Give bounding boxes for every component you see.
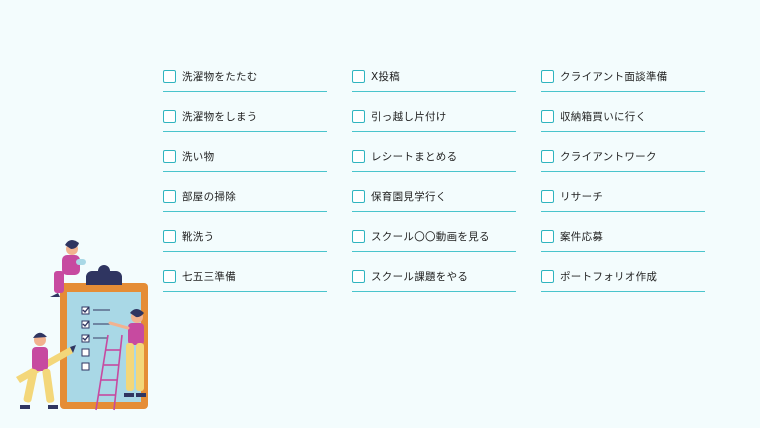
todo-item: クライアントワーク xyxy=(541,144,705,172)
todo-item: 案件応募 xyxy=(541,224,705,252)
checkbox[interactable] xyxy=(163,70,176,83)
checklist-illustration xyxy=(16,239,148,411)
checkbox[interactable] xyxy=(163,230,176,243)
checkbox[interactable] xyxy=(163,150,176,163)
todo-label: スクール課題をやる xyxy=(371,271,469,283)
todo-item: 七五三準備 xyxy=(163,264,327,292)
checkbox[interactable] xyxy=(541,190,554,203)
todo-label: 部屋の掃除 xyxy=(182,191,236,203)
todo-item: 洗濯物をたたむ xyxy=(163,64,327,92)
todo-item: 靴洗う xyxy=(163,224,327,252)
checkbox[interactable] xyxy=(352,230,365,243)
todo-label: 案件応募 xyxy=(560,231,604,243)
todo-item: ポートフォリオ作成 xyxy=(541,264,705,292)
checkbox[interactable] xyxy=(352,190,365,203)
todo-item: X投稿 xyxy=(352,64,516,92)
checkbox[interactable] xyxy=(352,270,365,283)
todo-label: クライアント面談準備 xyxy=(560,71,668,83)
todo-label: 靴洗う xyxy=(182,231,215,243)
todo-label: 洗い物 xyxy=(182,151,215,163)
checkbox[interactable] xyxy=(163,190,176,203)
todo-item: 収納箱買いに行く xyxy=(541,104,705,132)
checkbox[interactable] xyxy=(541,230,554,243)
clipboard-clip xyxy=(86,265,122,285)
todo-item: クライアント面談準備 xyxy=(541,64,705,92)
todo-label: 洗濯物をたたむ xyxy=(182,71,258,83)
todo-item: 部屋の掃除 xyxy=(163,184,327,212)
checkbox[interactable] xyxy=(541,150,554,163)
todo-label: レシートまとめる xyxy=(371,151,458,163)
todo-label: 収納箱買いに行く xyxy=(560,111,647,123)
ladder xyxy=(95,334,123,411)
checklist-lines xyxy=(93,309,110,339)
checkbox[interactable] xyxy=(352,110,365,123)
person-sitting xyxy=(50,239,86,297)
checkbox[interactable] xyxy=(541,110,554,123)
todo-label: クライアントワーク xyxy=(560,151,657,163)
checkbox[interactable] xyxy=(163,270,176,283)
todo-item: 保育園見学行く xyxy=(352,184,516,212)
person-on-ladder xyxy=(108,309,146,397)
todo-item: リサーチ xyxy=(541,184,705,212)
todo-label: 引っ越し片付け xyxy=(371,111,447,123)
checkbox[interactable] xyxy=(352,150,365,163)
todo-item: 引っ越し片付け xyxy=(352,104,516,132)
checkmarks xyxy=(82,306,90,342)
todo-column-1: 洗濯物をたたむ 洗濯物をしまう 洗い物 部屋の掃除 靴洗う 七五三準備 xyxy=(163,64,327,304)
checkbox[interactable] xyxy=(352,70,365,83)
checkbox[interactable] xyxy=(541,270,554,283)
todo-column-2: X投稿 引っ越し片付け レシートまとめる 保育園見学行く スクール〇〇動画を見る… xyxy=(352,64,516,304)
todo-label: X投稿 xyxy=(371,71,401,83)
todo-label: スクール〇〇動画を見る xyxy=(371,231,490,243)
todo-item: 洗濯物をしまう xyxy=(163,104,327,132)
todo-label: 保育園見学行く xyxy=(371,191,447,203)
todo-item: 洗い物 xyxy=(163,144,327,172)
todo-item: レシートまとめる xyxy=(352,144,516,172)
todo-label: 七五三準備 xyxy=(182,271,236,283)
todo-item: スクール課題をやる xyxy=(352,264,516,292)
todo-label: リサーチ xyxy=(560,191,604,203)
todo-item: スクール〇〇動画を見る xyxy=(352,224,516,252)
todo-label: 洗濯物をしまう xyxy=(182,111,258,123)
todo-column-3: クライアント面談準備 収納箱買いに行く クライアントワーク リサーチ 案件応募 … xyxy=(541,64,705,304)
person-with-pencil xyxy=(16,332,76,409)
checkbox[interactable] xyxy=(541,70,554,83)
todo-label: ポートフォリオ作成 xyxy=(560,271,658,283)
checkbox[interactable] xyxy=(163,110,176,123)
